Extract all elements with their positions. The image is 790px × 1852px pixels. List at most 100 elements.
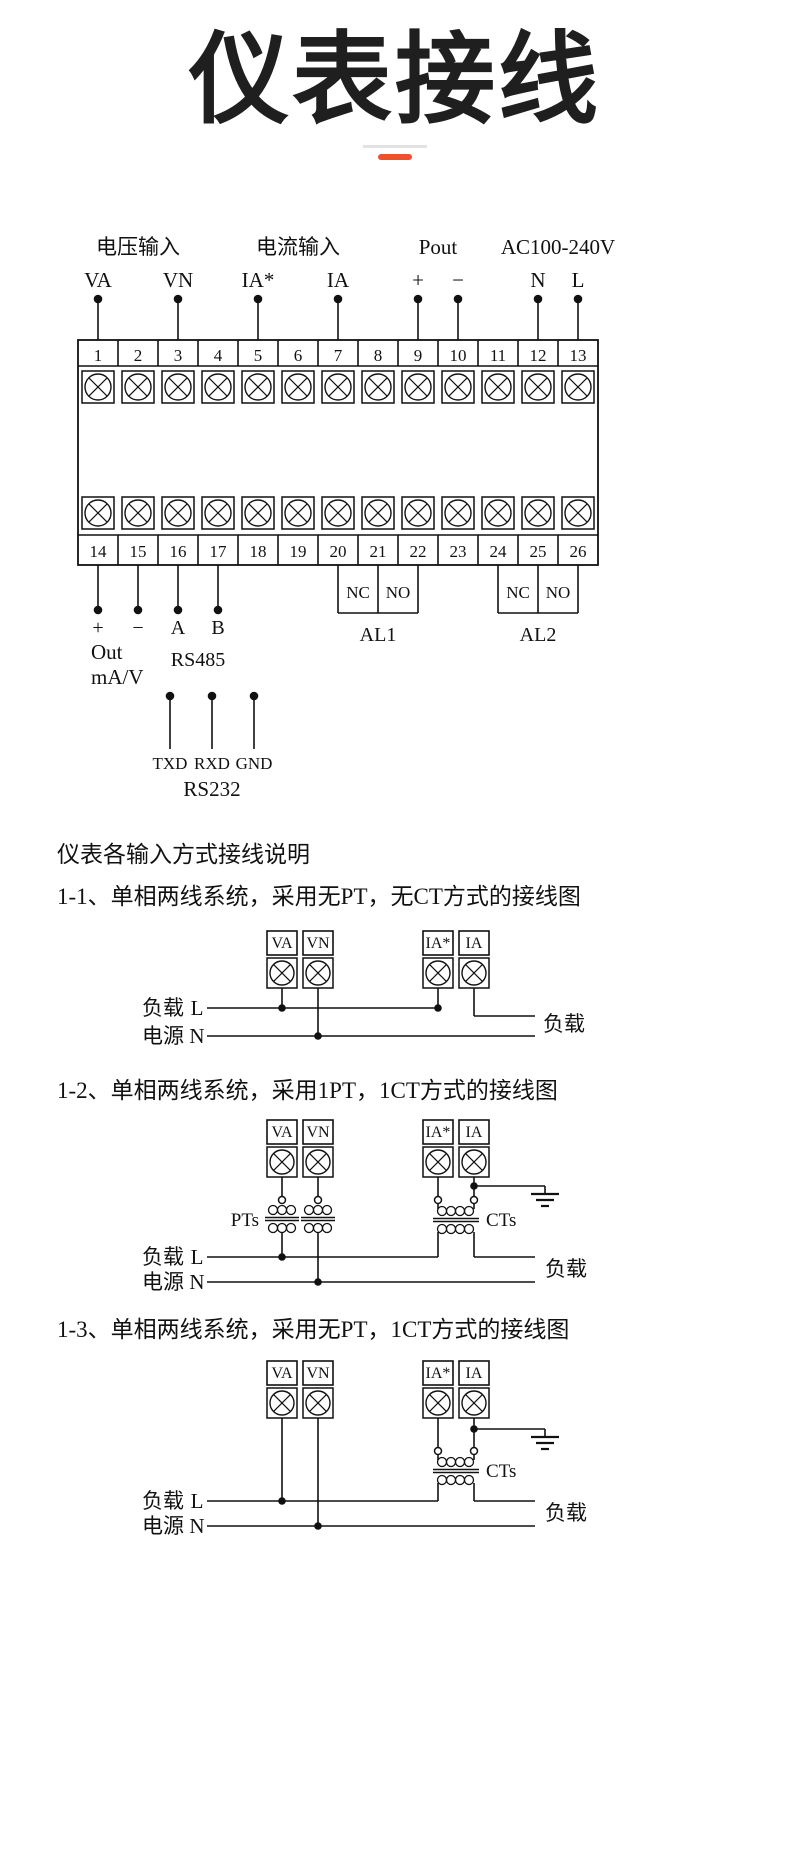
- al1-no-label: NO: [386, 583, 411, 602]
- pin-label-vn: VN: [163, 268, 193, 292]
- wiring: [207, 1177, 559, 1286]
- terminal-header: VA VN IA* IA: [266, 1119, 490, 1178]
- terminal-header: VA VN IA* IA: [266, 930, 490, 989]
- terminal-label-vn: VN: [306, 935, 330, 952]
- screw-terminal: [201, 496, 235, 530]
- wiring-diagram-1-1: VA VN IA* IA 负载 L 电源 N 负载: [142, 930, 585, 1048]
- terminal-number: 26: [570, 542, 587, 561]
- terminal-screw: [302, 1146, 334, 1178]
- rs485-b-label: B: [211, 617, 224, 639]
- terminal-number: 1: [94, 346, 103, 365]
- rs232-label: RS232: [183, 777, 240, 801]
- screw-terminal: [201, 370, 235, 404]
- screw-terminal: [121, 496, 155, 530]
- source-label-left: 电源: [142, 1024, 184, 1048]
- terminal-label-vn: VN: [306, 1365, 330, 1382]
- analog-output-rs485-wires: [93, 565, 223, 615]
- wiring: [207, 1418, 559, 1530]
- al1-label: AL1: [360, 624, 397, 646]
- screw-terminal: [281, 496, 315, 530]
- terminal-label-ia-star: IA*: [426, 935, 451, 952]
- terminal-screw: [266, 1146, 298, 1178]
- line-n-label: N: [189, 1514, 204, 1538]
- screw-terminal: [481, 370, 515, 404]
- terminal-header: VA VN IA* IA: [266, 1360, 490, 1419]
- diagram-1-1-heading: 1-1、单相两线系统，采用无PT，无CT方式的接线图: [57, 884, 581, 909]
- terminal-screw: [266, 1387, 298, 1419]
- load-label-left: 负载: [142, 996, 184, 1020]
- screw-terminal: [561, 370, 595, 404]
- pin-label-ia-star: IA*: [242, 268, 275, 292]
- screw-terminal: [441, 370, 475, 404]
- rs485-a-label: A: [171, 617, 186, 639]
- alarm-relay-al2: NC NO AL2: [497, 565, 579, 646]
- screw-terminal: [81, 496, 115, 530]
- screw-terminal: [81, 370, 115, 404]
- line-l-label: L: [191, 1245, 204, 1269]
- terminal-number: 17: [210, 542, 228, 561]
- al1-nc-label: NC: [346, 583, 370, 602]
- terminal-number: 13: [570, 346, 587, 365]
- load-label-right: 负载: [543, 1012, 585, 1036]
- rs232-interface: TXD RXD GND RS232: [153, 691, 272, 801]
- terminal-label-ia: IA: [466, 935, 483, 952]
- rs232-txd-label: TXD: [153, 754, 188, 773]
- terminal-number: 24: [490, 542, 508, 561]
- screw-terminal: [361, 370, 395, 404]
- terminal-number: 10: [450, 346, 467, 365]
- terminal-number: 15: [130, 542, 147, 561]
- wiring: [207, 988, 535, 1040]
- al2-nc-label: NC: [506, 583, 530, 602]
- out-label: Out: [91, 640, 123, 664]
- top-input-wires: [93, 294, 583, 340]
- screw-terminal: [521, 370, 555, 404]
- line-n-label: N: [189, 1270, 204, 1294]
- screw-terminal: [441, 496, 475, 530]
- title-accent-orange-dash: [378, 154, 412, 160]
- screw-terminal: [521, 496, 555, 530]
- line-n-label: N: [189, 1024, 204, 1048]
- line-l-label: L: [191, 996, 204, 1020]
- pin-label-minus: −: [452, 268, 464, 292]
- terminal-label-ia-star: IA*: [426, 1124, 451, 1141]
- cts-label: CTs: [486, 1461, 516, 1482]
- screw-terminal: [401, 370, 435, 404]
- terminal-number: 9: [414, 346, 423, 365]
- terminal-number: 2: [134, 346, 143, 365]
- load-label-right: 负载: [545, 1501, 587, 1525]
- wiring-diagram-1-2: VA VN IA* IA: [142, 1119, 587, 1294]
- screw-terminal: [161, 496, 195, 530]
- terminal-screw: [302, 957, 334, 989]
- terminal-number: 18: [250, 542, 267, 561]
- page-title: 仪表接线: [189, 24, 601, 136]
- terminal-label-va: VA: [271, 1124, 292, 1141]
- terminal-label-ia: IA: [466, 1124, 483, 1141]
- terminal-screw: [422, 1146, 454, 1178]
- pts-label: PTs: [231, 1210, 259, 1231]
- screw-terminal: [481, 496, 515, 530]
- terminal-number: 21: [370, 542, 387, 561]
- top-pin-labels: VA VN IA* IA + − N L: [84, 268, 584, 292]
- out-minus-label: −: [132, 617, 143, 639]
- input-group-labels: 电压输入 电流输入 Pout AC100-240V: [96, 235, 615, 259]
- screw-terminal: [561, 496, 595, 530]
- terminal-number: 4: [214, 346, 223, 365]
- ac-supply-group-label: AC100-240V: [501, 235, 615, 259]
- out-unit-label: mA/V: [91, 665, 144, 689]
- title-accent-gray-dash: [363, 145, 427, 148]
- terminal-number: 14: [90, 542, 108, 561]
- terminal-number: 22: [410, 542, 427, 561]
- screw-terminal: [161, 370, 195, 404]
- terminal-number: 6: [294, 346, 303, 365]
- terminal-number: 12: [530, 346, 547, 365]
- al2-label: AL2: [520, 624, 557, 646]
- wiring-instructions-title: 仪表各输入方式接线说明: [57, 842, 310, 867]
- rs232-rxd-label: RXD: [194, 754, 230, 773]
- terminal-number: 16: [170, 542, 187, 561]
- pin-label-va: VA: [84, 268, 112, 292]
- current-input-group-label: 电流输入: [256, 235, 340, 259]
- pin-label-l: L: [572, 268, 585, 292]
- diagram-1-2-heading: 1-2、单相两线系统，采用1PT，1CT方式的接线图: [57, 1078, 558, 1103]
- terminal-number: 11: [490, 346, 506, 365]
- terminal-screw: [458, 1146, 490, 1178]
